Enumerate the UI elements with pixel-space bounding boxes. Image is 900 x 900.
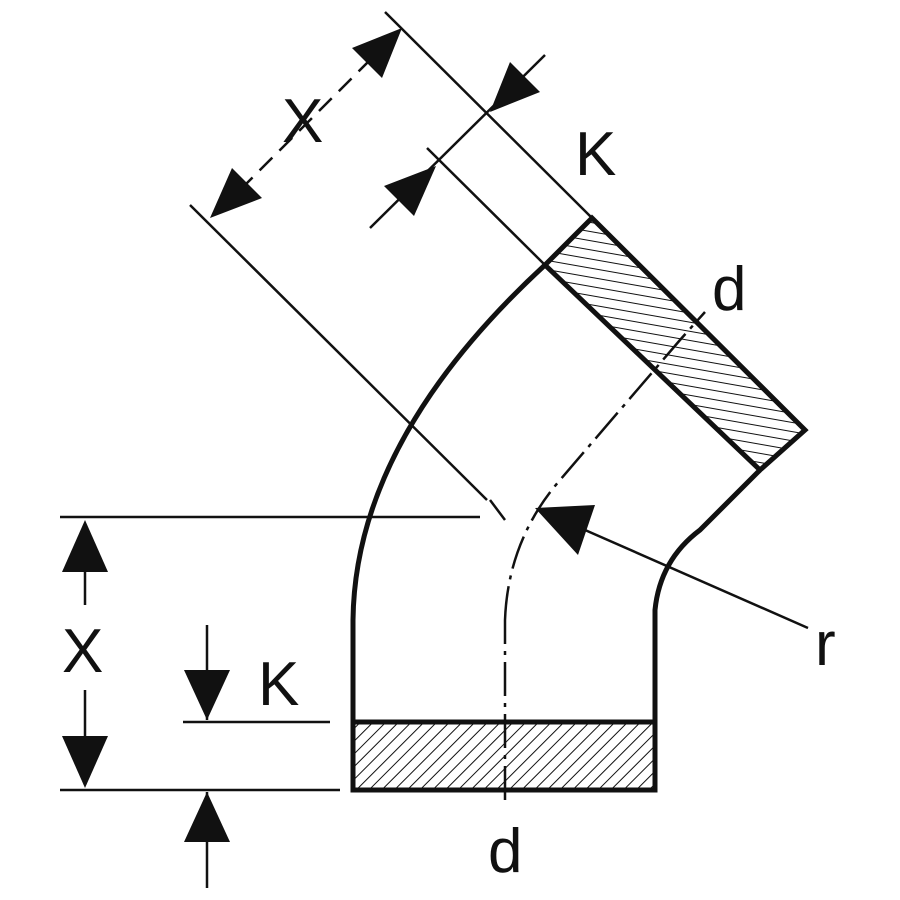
arrow-k-left-down [184, 670, 230, 720]
label-r: r [815, 610, 836, 679]
centerline-curve [503, 311, 706, 621]
top-dimensions [189, 11, 593, 501]
ext-line-socket-depth [426, 147, 546, 266]
arrow-k-left-up [184, 792, 230, 842]
elbow-body [350, 263, 762, 722]
label-k-left: K [258, 650, 299, 719]
arrow-x-left-top [62, 520, 108, 572]
arrow-x-left-bottom [62, 736, 108, 788]
dim-line-x-top [219, 34, 396, 211]
label-x-left: X [62, 617, 103, 686]
centerline [489, 311, 706, 800]
arrow-x-top-lower [210, 168, 262, 218]
elbow-outer-wall [350, 263, 547, 722]
ext-line-vertex [189, 204, 488, 501]
radius-leader [535, 505, 809, 630]
arrow-k-top-lower [384, 166, 436, 216]
ext-line-socket-end [384, 11, 593, 219]
label-d-top: d [712, 255, 746, 324]
label-d-bottom: d [488, 817, 522, 886]
label-x-top: X [282, 87, 323, 156]
arrow-x-top-upper [352, 28, 402, 78]
label-k-top: K [575, 120, 616, 189]
centerline-vertex [489, 499, 506, 521]
leader-line-r [584, 528, 809, 630]
elbow-inner-wall [652, 468, 762, 722]
arrow-k-top-upper [490, 62, 540, 112]
arrow-r [535, 505, 595, 555]
left-dimensions [60, 515, 480, 888]
